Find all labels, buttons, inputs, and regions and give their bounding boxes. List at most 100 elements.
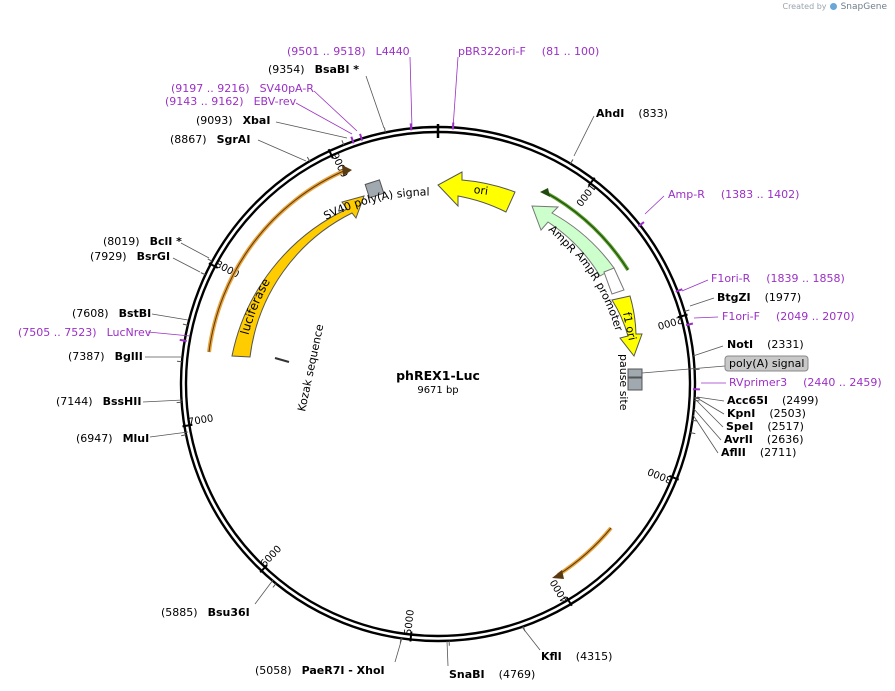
svg-text:(5885)Bsu36I: (5885)Bsu36I <box>161 606 250 619</box>
kozak-feature <box>274 357 290 363</box>
primer-mark <box>359 133 364 141</box>
ampr-orf-arrowhead <box>540 188 550 197</box>
svg-text:(7505 .. 7523)LucNrev: (7505 .. 7523)LucNrev <box>18 326 152 339</box>
site-mark <box>569 159 574 164</box>
label-bsu36i: (5885)Bsu36I <box>161 579 274 619</box>
branding-app-name: SnapGene <box>840 2 887 12</box>
svg-text:AhdI(833): AhdI(833) <box>596 107 668 120</box>
label-bcli: (8019)BclI * <box>103 235 210 259</box>
label-mlui: (6947)MluI <box>76 431 189 445</box>
branding-prefix: Created by <box>782 2 827 11</box>
primer-mark <box>675 288 683 293</box>
tick-label: 3000 <box>646 465 674 485</box>
svg-text:KflI(4315): KflI(4315) <box>541 650 612 663</box>
svg-text:F1ori-F(2049 .. 2070): F1ori-F(2049 .. 2070) <box>722 310 855 323</box>
label-ebv-rev: (9143 .. 9162)EBV-rev <box>165 95 353 135</box>
svg-text:(7144)BssHII: (7144)BssHII <box>56 395 141 408</box>
site-mark <box>181 434 187 437</box>
label-f1ori-r: F1ori-R(1839 .. 1858) <box>681 272 845 292</box>
label-xbai: (9093)XbaI <box>196 114 348 139</box>
svg-text:(9354)BsaBI *: (9354)BsaBI * <box>268 63 359 76</box>
site-mark <box>306 156 311 162</box>
label-ahdi: AhdI(833) <box>573 107 668 157</box>
label-kfli: KflI(4315) <box>521 626 612 663</box>
label-f1ori-f: F1ori-F(2049 .. 2070) <box>693 310 855 323</box>
tick-mark <box>587 177 596 187</box>
tick-mark <box>409 631 413 642</box>
luciferase-feature <box>231 195 365 358</box>
primer-mark <box>350 136 355 144</box>
site-mark <box>383 127 386 133</box>
primer-mark-layer <box>179 122 700 391</box>
svg-text:(9197 .. 9216)SV40pA-R: (9197 .. 9216)SV40pA-R <box>171 82 314 95</box>
label-snabi: SnaBI(4769) <box>446 640 535 681</box>
label-polya-signal: poly(A) signal <box>641 355 809 374</box>
label-ampr-primer: Amp-R(1383 .. 1402) <box>644 188 799 215</box>
site-mark <box>182 323 188 326</box>
plasmid-length: 9671 bp <box>417 385 458 396</box>
label-bglii: (7387)BglII <box>68 350 182 363</box>
svg-text:(5058)PaeR7I - XhoI: (5058)PaeR7I - XhoI <box>255 664 385 677</box>
svg-text:(9143 .. 9162)EBV-rev: (9143 .. 9162)EBV-rev <box>165 95 297 108</box>
orf-arc-bottom-arrowhead <box>552 570 564 579</box>
svg-text:AvrII(2636): AvrII(2636) <box>724 433 803 446</box>
svg-text:poly(A) signal: poly(A) signal <box>729 357 804 370</box>
svg-text:Amp-R(1383 .. 1402): Amp-R(1383 .. 1402) <box>668 188 799 201</box>
svg-text:SnaBI(4769): SnaBI(4769) <box>449 668 535 681</box>
svg-text:AflII(2711): AflII(2711) <box>721 446 796 459</box>
svg-text:NotI(2331): NotI(2331) <box>727 338 804 351</box>
svg-text:(8867)SgrAI: (8867)SgrAI <box>170 133 250 146</box>
ampr-feature <box>531 205 615 277</box>
label-bsshii: (7144)BssHII <box>56 395 184 408</box>
kozak-label: Kozak sequence <box>295 323 326 413</box>
svg-text:(8019)BclI *: (8019)BclI * <box>103 235 182 248</box>
svg-text:(9093)XbaI: (9093)XbaI <box>196 114 270 127</box>
site-mark <box>207 258 213 262</box>
label-sgrai: (8867)SgrAI <box>170 133 307 162</box>
tick-label: 1000 <box>573 181 597 208</box>
label-lucnrev: (7505 .. 7523)LucNrev <box>18 326 191 339</box>
snapgene-branding: Created by SnapGene <box>782 2 887 12</box>
tick-label: 7000 <box>187 413 214 428</box>
label-noti: NotI(2331) <box>692 338 804 357</box>
luciferase-orf-arc <box>207 168 347 353</box>
site-layer <box>176 127 700 646</box>
tick-label: 4000 <box>549 577 572 604</box>
label-aflii: AflII(2711) <box>692 414 796 459</box>
site-mark <box>272 583 277 588</box>
primer-mark <box>409 123 413 131</box>
tick-label: 5000 <box>403 609 417 635</box>
tick-mark <box>669 475 680 481</box>
luciferase-orf-arc-core <box>208 169 347 353</box>
site-mark <box>341 140 345 146</box>
svg-text:KpnI(2503): KpnI(2503) <box>727 407 806 420</box>
site-mark <box>690 432 696 435</box>
label-bstbi: (7608)BstBI <box>72 307 189 321</box>
primer-mark <box>179 338 187 342</box>
tick-mark <box>259 564 268 574</box>
snapgene-logo-icon <box>830 3 838 10</box>
label-l4440: (9501 .. 9518)L4440 <box>287 45 413 129</box>
label-paer7i-xhoi: (5058)PaeR7I - XhoI <box>255 637 403 677</box>
ori-label: ori <box>473 183 489 198</box>
site-mark <box>200 272 206 276</box>
svg-text:pBR322ori-F(81 .. 100): pBR322ori-F(81 .. 100) <box>458 45 599 58</box>
tick-mark <box>677 313 688 319</box>
f1-ori-feature <box>611 295 643 358</box>
polya-feature <box>627 377 643 391</box>
tick-mark <box>182 423 193 428</box>
primer-mark <box>637 221 645 228</box>
svg-text:(9501 .. 9518)L4440: (9501 .. 9518)L4440 <box>287 45 410 58</box>
tick-mark <box>208 262 219 269</box>
label-btgzi: BtgZI(1977) <box>689 291 801 307</box>
svg-text:Acc65I(2499): Acc65I(2499) <box>727 394 819 407</box>
f1-ori-label: f1 ori <box>620 311 639 342</box>
label-avrii: AvrII(2636) <box>693 408 803 446</box>
svg-text:(6947)MluI: (6947)MluI <box>76 432 149 445</box>
tick-mark <box>565 596 573 607</box>
luciferase-orf-arrowhead <box>342 165 352 176</box>
label-bsrgi: (7929)BsrGI <box>90 250 201 273</box>
primer-mark <box>685 322 694 327</box>
site-mark <box>684 309 690 312</box>
tick-mark <box>327 148 334 159</box>
